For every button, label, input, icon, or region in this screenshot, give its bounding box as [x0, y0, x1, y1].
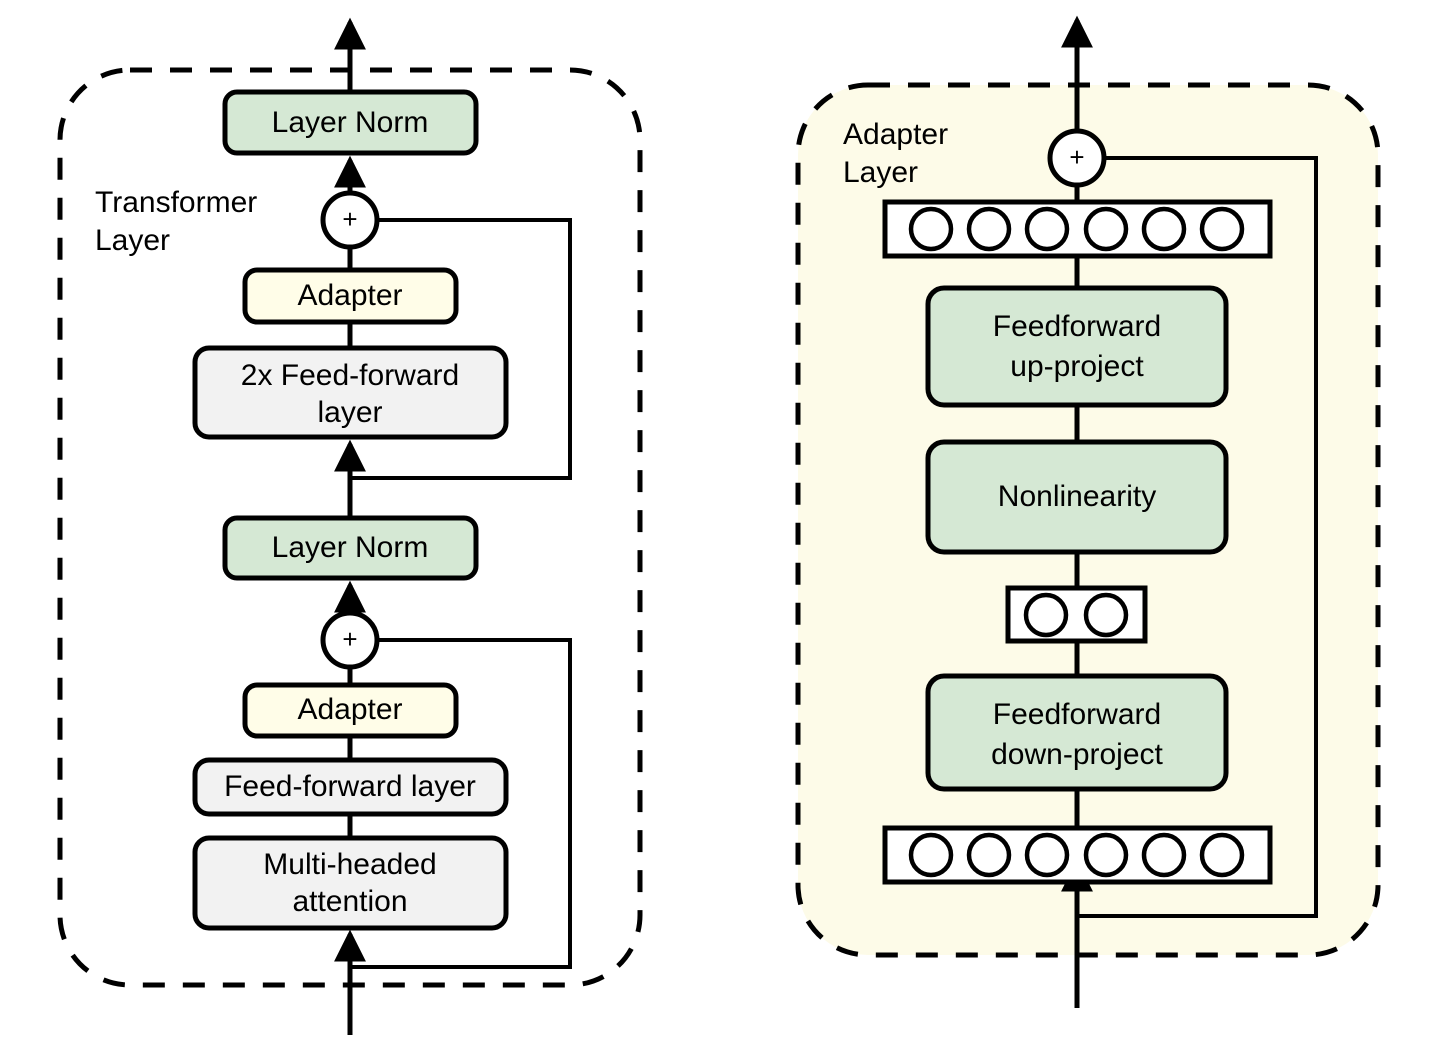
block-layer-norm-top[interactable]: Layer Norm [222, 89, 479, 156]
adapter-bottom-box[interactable] [242, 682, 459, 739]
block-feedforward-down-project[interactable]: Feedforward down-project [925, 673, 1229, 792]
feed-forward-2x-label-line1: 2x Feed-forward [241, 359, 459, 392]
neuron-row-output[interactable] [882, 199, 1273, 259]
adapter-residual-path [1077, 156, 1318, 918]
feedforward-up-project-label-line2: up-project [1010, 350, 1144, 383]
add-bottom-circle[interactable] [320, 610, 380, 670]
residual-path-lower [350, 638, 572, 969]
neuron-circle [1199, 206, 1245, 252]
layer-norm-mid-box[interactable] [222, 515, 479, 581]
transformer-layer-label-line2: Layer [95, 224, 170, 257]
nonlinearity-label: Nonlinearity [998, 480, 1156, 513]
neuron-circle [908, 206, 954, 252]
neuron-circle [1023, 592, 1069, 638]
block-feedforward-up-project[interactable]: Feedforward up-project [925, 285, 1229, 408]
adapter-top-label: Adapter [297, 279, 402, 312]
block-adapter-bottom[interactable]: Adapter [242, 682, 459, 739]
neuron-circle [1083, 592, 1129, 638]
add-top-circle[interactable] [320, 190, 380, 250]
neuron-circle [908, 832, 954, 878]
adapter-layer-label-line1: Adapter [843, 118, 948, 151]
neuron-circle [1083, 206, 1129, 252]
neuron-circle [1083, 832, 1129, 878]
feedforward-up-project-label-line1: Feedforward [993, 310, 1161, 343]
adapter-top-box[interactable] [242, 267, 459, 325]
layer-norm-mid-label: Layer Norm [272, 531, 429, 564]
block-layer-norm-mid[interactable]: Layer Norm [222, 515, 479, 581]
add-bottom-label: + [342, 624, 357, 654]
feedforward-up-project-box[interactable] [925, 285, 1229, 408]
add-adapter-circle[interactable] [1047, 128, 1107, 188]
feed-forward-layer-box[interactable] [192, 757, 509, 817]
adapter-layer-label-line2: Layer [843, 156, 918, 189]
multi-headed-attention-label-line1: Multi-headed [263, 848, 436, 881]
block-multi-headed-attention[interactable]: Multi-headed attention [192, 835, 509, 931]
layer-norm-top-label: Layer Norm [272, 106, 429, 139]
block-adapter-top[interactable]: Adapter [242, 267, 459, 325]
neuron-circle [1024, 832, 1070, 878]
transformer-layer-panel: Transformer Layer Layer Norm [57, 17, 643, 1035]
feed-forward-layer-label: Feed-forward layer [224, 770, 476, 803]
transformer-layer-label-line1: Transformer [95, 186, 257, 219]
multi-headed-attention-box[interactable] [192, 835, 509, 931]
block-feed-forward-2x[interactable]: 2x Feed-forward layer [192, 345, 509, 440]
adapter-layer-panel: Adapter Layer + [795, 15, 1381, 1008]
feed-forward-2x-label-line2: layer [317, 396, 382, 429]
feedforward-down-project-label-line2: down-project [991, 738, 1163, 771]
block-feed-forward-layer[interactable]: Feed-forward layer [192, 757, 509, 817]
neuron-circle [1024, 206, 1070, 252]
neuron-circle [966, 206, 1012, 252]
add-top-label: + [342, 204, 357, 234]
adapter-bottom-label: Adapter [297, 693, 402, 726]
block-add-adapter[interactable]: + [1047, 128, 1107, 188]
neuron-circle [1199, 832, 1245, 878]
neuron-circle [966, 832, 1012, 878]
add-adapter-label: + [1069, 142, 1084, 172]
neuron-row-input[interactable] [882, 825, 1273, 885]
residual-path-upper [350, 218, 572, 480]
nonlinearity-box[interactable] [925, 439, 1229, 555]
block-add-bottom[interactable]: + [320, 610, 380, 670]
block-add-top[interactable]: + [320, 190, 380, 250]
block-nonlinearity[interactable]: Nonlinearity [925, 439, 1229, 555]
neuron-circle [1141, 206, 1187, 252]
neuron-row-bottleneck[interactable] [1005, 585, 1148, 644]
feedforward-down-project-box[interactable] [925, 673, 1229, 792]
multi-headed-attention-label-line2: attention [292, 885, 407, 918]
neuron-circle [1141, 832, 1187, 878]
feedforward-down-project-label-line1: Feedforward [993, 698, 1161, 731]
layer-norm-top-box[interactable] [222, 89, 479, 156]
feed-forward-2x-box[interactable] [192, 345, 509, 440]
